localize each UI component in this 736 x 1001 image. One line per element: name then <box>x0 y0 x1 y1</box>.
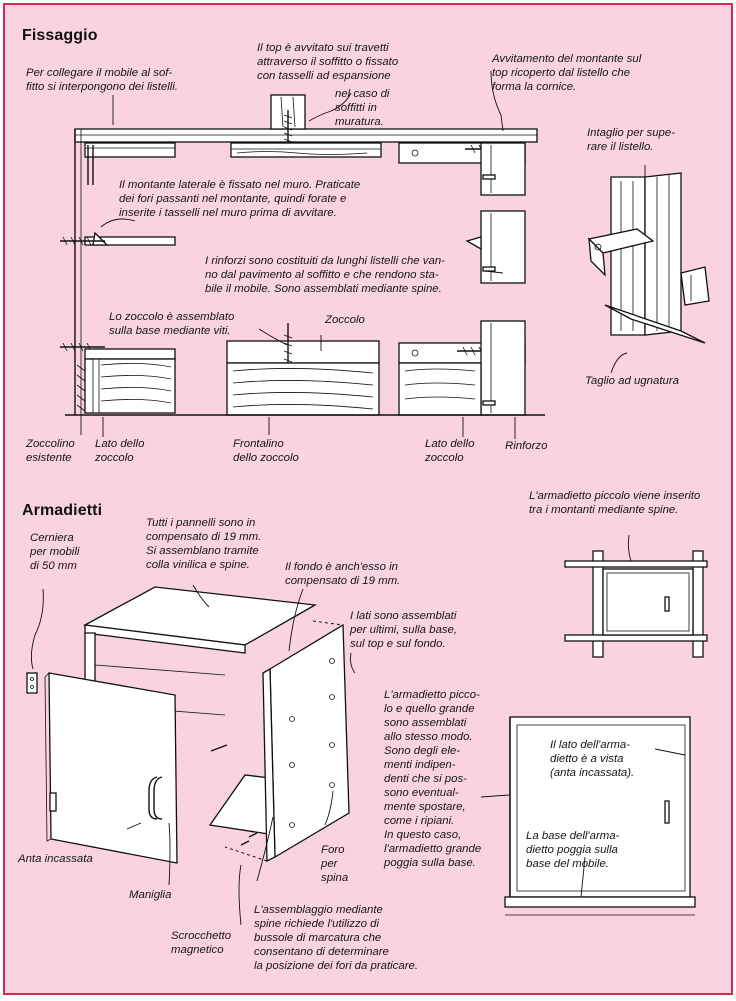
label-lati: I lati sono assemblati per ultimi, sulla… <box>350 610 457 650</box>
label-cerniera: Cerniera per mobili di 50 mm <box>30 532 80 572</box>
fissaggio-elevation-drawing <box>60 94 545 416</box>
label-assemblaggio: L'assemblaggio mediante spine richiede l… <box>254 904 418 972</box>
label-anta-incassata: Anta incassata <box>18 853 93 865</box>
label-taglio-ugnatura: Taglio ad ugnatura <box>585 375 679 387</box>
label-zoccolino-esistente: Zoccolino esistente <box>26 438 75 464</box>
label-piccolo-grande: L'armadietto picco- lo e quello grande s… <box>384 689 482 869</box>
label-scrocchetto: Scrocchetto magnetico <box>171 930 232 956</box>
label-maniglia: Maniglia <box>129 889 172 901</box>
label-fondo: Il fondo è anch'esso in compensato di 19… <box>285 561 401 587</box>
callout-leaders <box>30 70 686 926</box>
label-soffitto-listelli: Per collegare il mobile al sof- fitto si… <box>26 67 178 93</box>
label-intaglio: Intaglio per supe- rare il listello. <box>587 127 676 153</box>
label-frontalino: Frontalino dello zoccolo <box>233 438 299 464</box>
label-nel-caso: nel caso di soffitti in muratura. <box>335 88 390 128</box>
label-avvitamento-montante: Avvitamento del montante sul top ricoper… <box>492 53 642 93</box>
section-title-fissaggio: Fissaggio <box>22 27 98 44</box>
section-title-armadietti: Armadietti <box>22 502 103 519</box>
label-top-avvitato: Il top è avvitato sui travetti attravers… <box>257 42 399 82</box>
label-zoccolo: Zoccolo <box>325 314 365 326</box>
label-lato-zoccolo-right: Lato dello zoccolo <box>425 438 475 464</box>
label-armadietto-piccolo-inserito: L'armadietto piccolo viene inserito tra … <box>529 490 701 516</box>
large-cabinet-front-view <box>504 716 696 916</box>
label-montante-laterale: Il montante laterale è fissato nel muro.… <box>119 179 361 219</box>
label-rinforzi: I rinforzi sono costituiti da lunghi lis… <box>205 255 445 295</box>
exploded-cabinet-drawing <box>26 586 350 864</box>
label-zoccolo-assemblato: Lo zoccolo è assemblato sulla base media… <box>109 311 235 337</box>
label-lato-vista: Il lato dell'arma- dietto è a vista (ant… <box>550 739 635 779</box>
label-foro-spina: Foro per spina <box>321 844 349 884</box>
illustration-page: Fissaggio Armadietti Per collegare il mo… <box>3 3 733 995</box>
intaglio-detail-drawing <box>587 172 710 344</box>
label-base-poggia: La base dell'arma- dietto poggia sulla b… <box>526 830 620 870</box>
technical-illustrations <box>26 70 710 926</box>
label-rinforzo: Rinforzo <box>505 440 548 452</box>
label-lato-zoccolo-left: Lato dello zoccolo <box>95 438 145 464</box>
small-cabinet-front-view <box>564 550 708 658</box>
label-pannelli: Tutti i pannelli sono in compensato di 1… <box>146 517 262 571</box>
